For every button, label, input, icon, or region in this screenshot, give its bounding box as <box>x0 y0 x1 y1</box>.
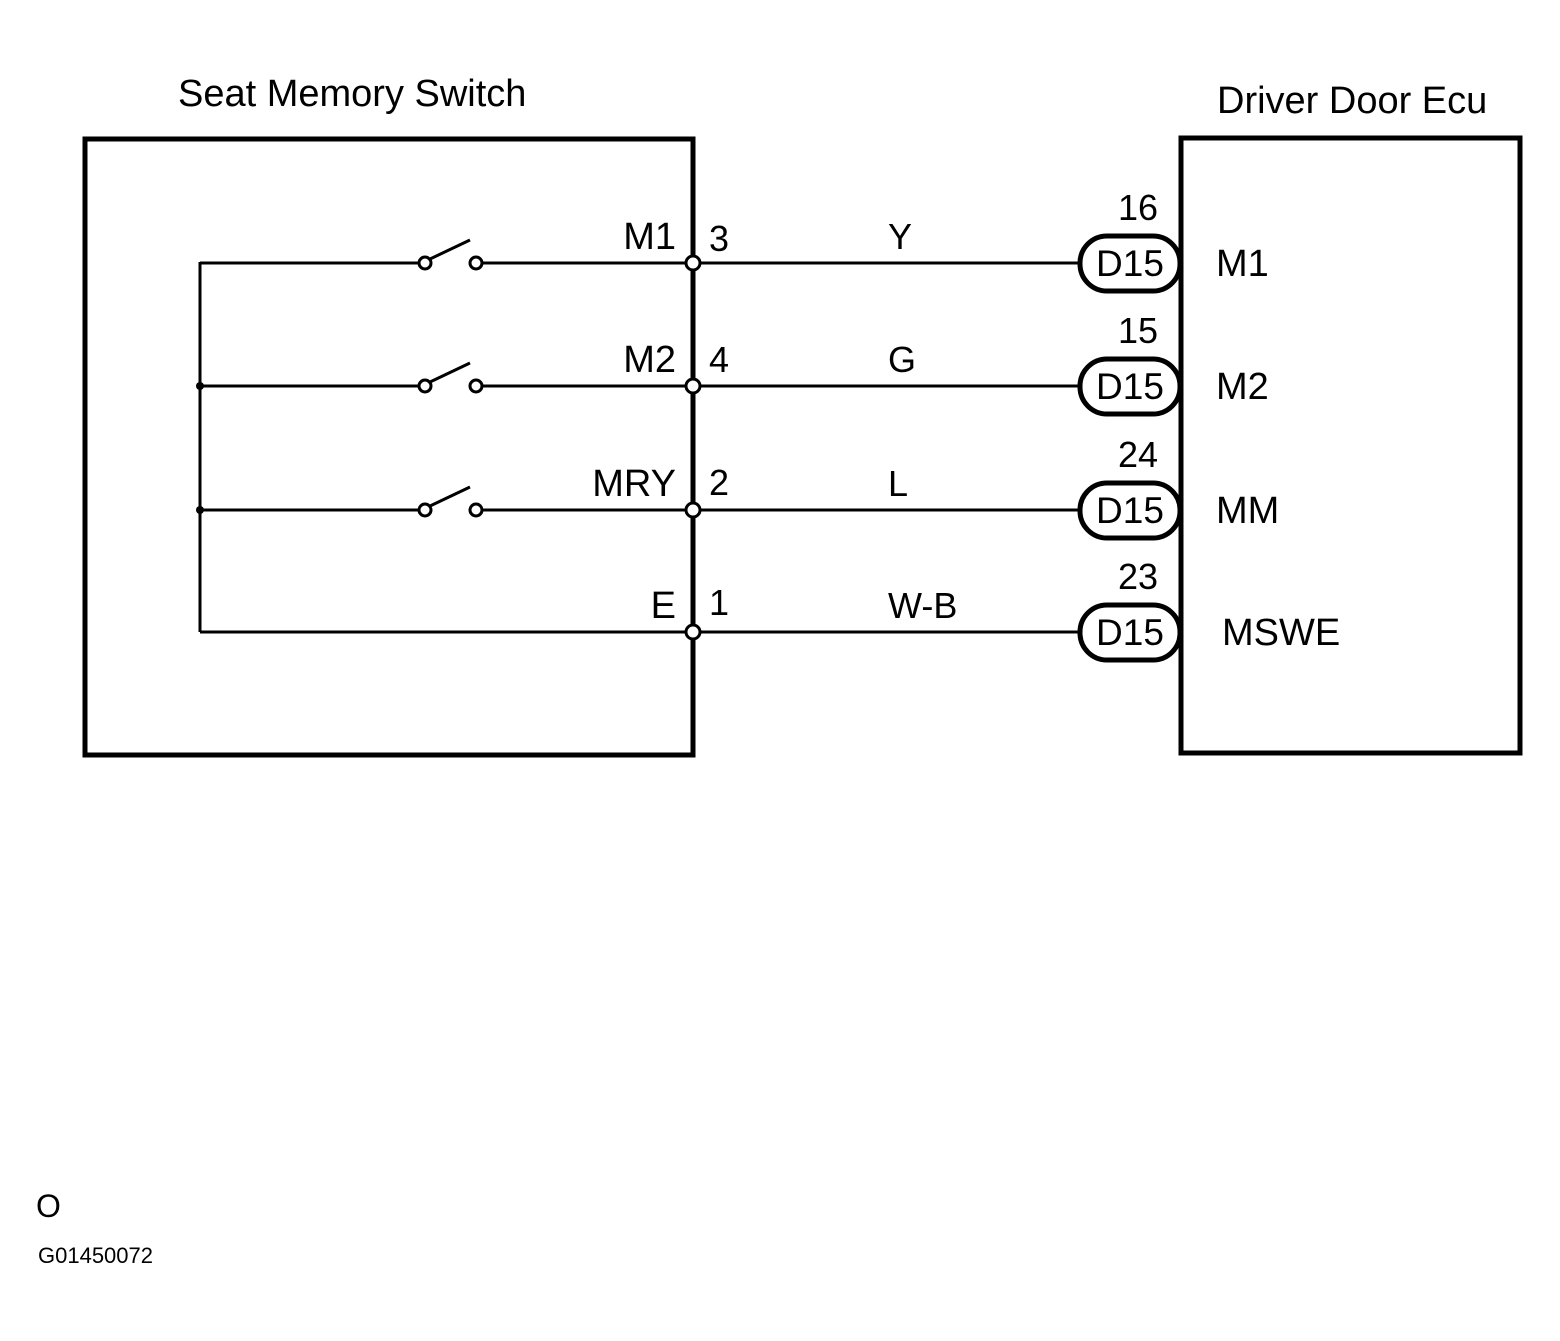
ecu-terminal-name: M1 <box>1216 243 1269 285</box>
driver-door-ecu-title: Driver Door Ecu <box>1217 80 1487 122</box>
connector-pin-number: 24 <box>1118 434 1158 475</box>
connector-label: D15 <box>1096 490 1164 531</box>
connector-m2 <box>1077 356 1183 417</box>
switch-blade-mry <box>429 485 471 508</box>
driver-door-ecu-box <box>1178 135 1523 756</box>
junction-dot <box>196 382 204 390</box>
switch-pin-number: 3 <box>709 218 729 259</box>
connector-label: D15 <box>1096 612 1164 653</box>
connector-label: D15 <box>1096 243 1164 284</box>
terminal-m2 <box>684 377 702 395</box>
switch-terminal-name: MRY <box>592 463 676 505</box>
switch-terminal-name: E <box>651 585 676 627</box>
junction-dot <box>196 506 204 514</box>
terminal-e <box>684 623 702 641</box>
switch-contact-mry <box>468 502 484 518</box>
connector-e <box>1077 602 1183 663</box>
wire-color-label: W-B <box>888 585 957 626</box>
switch-terminal-name: M2 <box>623 339 676 381</box>
ecu-terminal-name: MSWE <box>1222 612 1340 654</box>
switch-pin-number: 4 <box>709 339 729 380</box>
switch-contact-mry <box>417 502 433 518</box>
switch-pin-number: 2 <box>709 462 729 503</box>
switch-blade-m2 <box>429 361 471 384</box>
connector-pin-number: 16 <box>1118 187 1158 228</box>
seat-memory-switch-title: Seat Memory Switch <box>178 73 526 115</box>
connector-pin-number: 15 <box>1118 310 1158 351</box>
wire-color-label: Y <box>888 216 912 257</box>
ecu-terminal-name: M2 <box>1216 366 1269 408</box>
switch-pin-number: 1 <box>709 582 729 623</box>
switch-contact-m1 <box>417 255 433 271</box>
terminal-m1 <box>684 254 702 272</box>
connector-label: D15 <box>1096 366 1164 407</box>
footer-id: G01450072 <box>38 1243 153 1268</box>
ecu-terminal-name: MM <box>1216 490 1279 532</box>
wire-color-label: L <box>888 463 908 504</box>
connector-m1 <box>1077 233 1183 294</box>
connector-mry <box>1077 480 1183 541</box>
switch-contact-m2 <box>468 378 484 394</box>
seat-memory-switch-box <box>82 136 696 758</box>
switch-blade-m1 <box>429 238 471 261</box>
footer-code: O <box>36 1188 61 1224</box>
switch-terminal-name: M1 <box>623 216 676 258</box>
switch-contact-m2 <box>417 378 433 394</box>
connector-pin-number: 23 <box>1118 556 1158 597</box>
switch-contact-m1 <box>468 255 484 271</box>
wire-color-label: G <box>888 339 916 380</box>
terminal-mry <box>684 501 702 519</box>
